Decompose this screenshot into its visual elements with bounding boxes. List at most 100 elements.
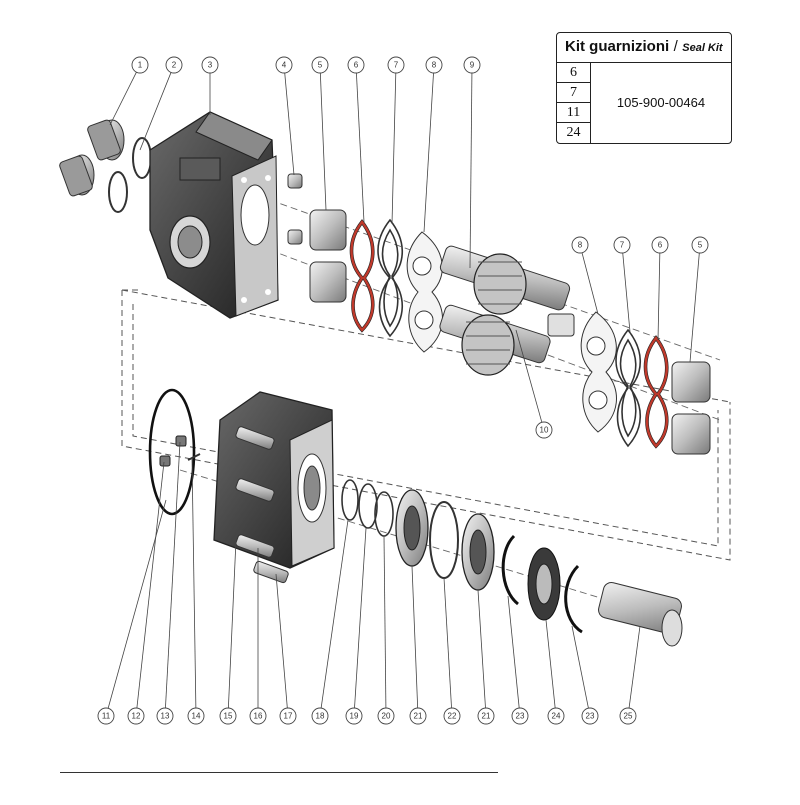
callout-number-8: 8 (578, 241, 583, 250)
callout-leader-25 (628, 625, 641, 709)
callout-circle-23 (581, 707, 599, 725)
callout-number-6: 6 (354, 61, 359, 70)
part-6b-seal (643, 335, 669, 449)
callout-leader-23 (507, 595, 520, 709)
seal-kit-part-number: 105-900-00464 (616, 95, 706, 110)
seal-kit-subtitle: Seal Kit (682, 42, 723, 54)
callout-number-13: 13 (161, 712, 170, 721)
callout-number-19: 19 (350, 712, 359, 721)
callout-leader-19 (354, 527, 367, 709)
callout-circle-17 (279, 707, 297, 725)
callout-number-9: 9 (470, 61, 475, 70)
part-8-bearing-plate (406, 231, 443, 353)
callout-circle-18 (311, 707, 329, 725)
callout-leader-22 (443, 577, 452, 709)
callout-circle-8 (425, 56, 443, 74)
callout-circle-19 (345, 707, 363, 725)
part-4-dowel-pins (287, 173, 303, 245)
part-5-bushings (309, 209, 347, 303)
callout-leader-1 (109, 71, 137, 126)
callout-number-24: 24 (552, 712, 561, 721)
callout-number-16: 16 (254, 712, 263, 721)
part-7-backup-ring (377, 218, 403, 338)
callout-number-12: 12 (132, 712, 141, 721)
part-21-bearing (395, 489, 429, 567)
seal-kit-codes: 6 7 11 24 (557, 63, 591, 143)
part-15-flange-housing (213, 391, 335, 569)
callout-circle-9 (463, 56, 481, 74)
callout-circle-7 (613, 236, 631, 254)
callout-leader-20 (383, 535, 387, 709)
callout-circle-10 (535, 421, 553, 439)
callout-number-5: 5 (698, 241, 703, 250)
callout-number-15: 15 (224, 712, 233, 721)
callout-leader-12 (136, 461, 165, 709)
callout-circle-22 (443, 707, 461, 725)
callout-circle-3 (201, 56, 219, 74)
callout-circle-14 (187, 707, 205, 725)
part-16-17-bolts (235, 426, 289, 584)
seal-kit-code: 24 (566, 125, 581, 140)
part-23-circlip (501, 534, 520, 606)
part-9-gear-shafts (439, 245, 575, 376)
callout-leader-21 (477, 589, 486, 709)
callout-circle-15 (219, 707, 237, 725)
callout-leader-7 (391, 72, 397, 225)
part-22-spacer (429, 501, 459, 579)
callout-circle-21 (409, 707, 427, 725)
part-23b-circlip (564, 564, 583, 634)
callout-circle-1 (131, 56, 149, 74)
callout-number-3: 3 (208, 61, 213, 70)
callout-leader-11 (107, 499, 167, 709)
callout-circle-6 (651, 236, 669, 254)
callout-leader-6 (657, 252, 661, 341)
callout-leader-13 (165, 441, 181, 709)
callout-circle-21 (477, 707, 495, 725)
part-24-shaft-seal (527, 547, 561, 621)
part-8b-bearing-plate (580, 311, 617, 433)
callout-number-17: 17 (284, 712, 293, 721)
callout-circle-16 (249, 707, 267, 725)
callout-leader-5 (319, 72, 327, 211)
seal-kit-code: 11 (557, 103, 590, 123)
seal-kit-separator: / (673, 38, 678, 55)
part-6-seal (349, 219, 375, 333)
part-18-20-rings (341, 479, 394, 537)
callout-circle-5 (311, 56, 329, 74)
callout-number-11: 11 (102, 712, 111, 721)
callout-number-7: 7 (620, 241, 625, 250)
callout-number-4: 4 (282, 61, 287, 70)
callout-circle-4 (275, 56, 293, 74)
callout-leader-7 (622, 252, 631, 333)
callout-number-10: 10 (540, 426, 549, 435)
part-11-oring (148, 388, 196, 516)
callout-circle-11 (97, 707, 115, 725)
callout-number-18: 18 (316, 712, 325, 721)
callout-circle-2 (165, 56, 183, 74)
callout-leaders (107, 71, 700, 709)
callout-number-5: 5 (318, 61, 323, 70)
callout-number-23: 23 (516, 712, 525, 721)
callout-number-2: 2 (172, 61, 177, 70)
callout-number-7: 7 (394, 61, 399, 70)
callout-circle-8 (571, 236, 589, 254)
callout-leader-6 (356, 72, 365, 223)
callout-leader-4 (284, 72, 295, 176)
callout-circle-25 (619, 707, 637, 725)
part-5b-bushings (671, 361, 711, 455)
callout-number-21: 21 (414, 712, 423, 721)
seal-kit-title: Kit guarnizioni (565, 38, 670, 55)
callout-leader-21 (411, 565, 419, 709)
bottom-divider (60, 772, 498, 773)
callout-number-8: 8 (432, 61, 437, 70)
part-1-plugs (59, 119, 125, 197)
callout-leader-9 (469, 72, 473, 269)
callout-circle-23 (511, 707, 529, 725)
callout-number-1: 1 (138, 61, 143, 70)
callout-number-22: 22 (448, 712, 457, 721)
callout-leader-17 (275, 573, 288, 709)
callout-circle-24 (547, 707, 565, 725)
part-12-13-14-pins (159, 435, 201, 467)
